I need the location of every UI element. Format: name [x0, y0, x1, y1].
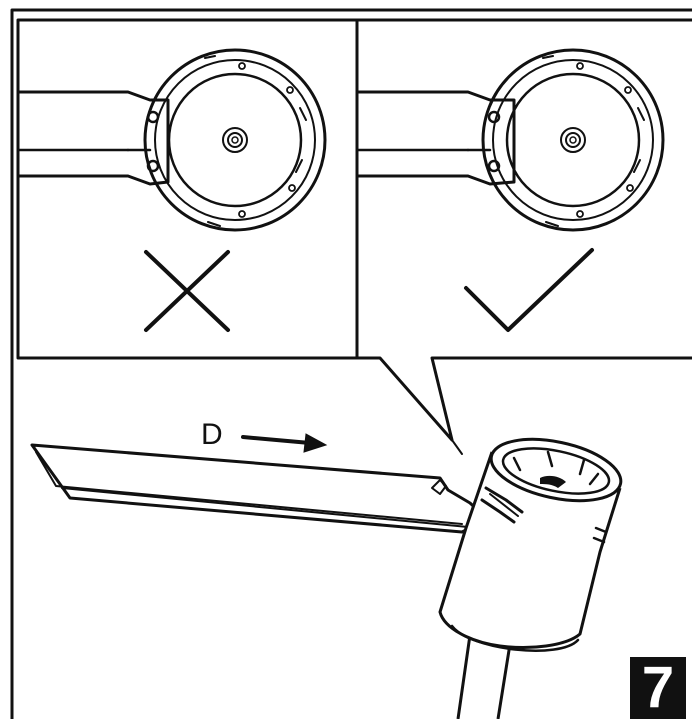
step-number-badge: 7	[630, 657, 686, 719]
correct-screw-top	[487, 110, 501, 124]
direction-label: D	[201, 418, 223, 451]
correct-panel	[355, 48, 665, 332]
correct-blade-arm	[355, 90, 516, 186]
motor-housing	[438, 437, 623, 719]
outer-frame	[10, 8, 692, 719]
fan-blade	[30, 443, 484, 534]
incorrect-panel	[16, 48, 327, 332]
correct-motor-hub	[481, 48, 665, 232]
check-icon	[464, 248, 594, 332]
incorrect-motor-hub	[143, 48, 327, 232]
correct-screw-bottom	[487, 159, 501, 173]
callout-frame	[16, 18, 692, 442]
callout-pointer	[451, 439, 463, 455]
cross-icon	[144, 250, 230, 332]
direction-arrow	[241, 433, 328, 453]
